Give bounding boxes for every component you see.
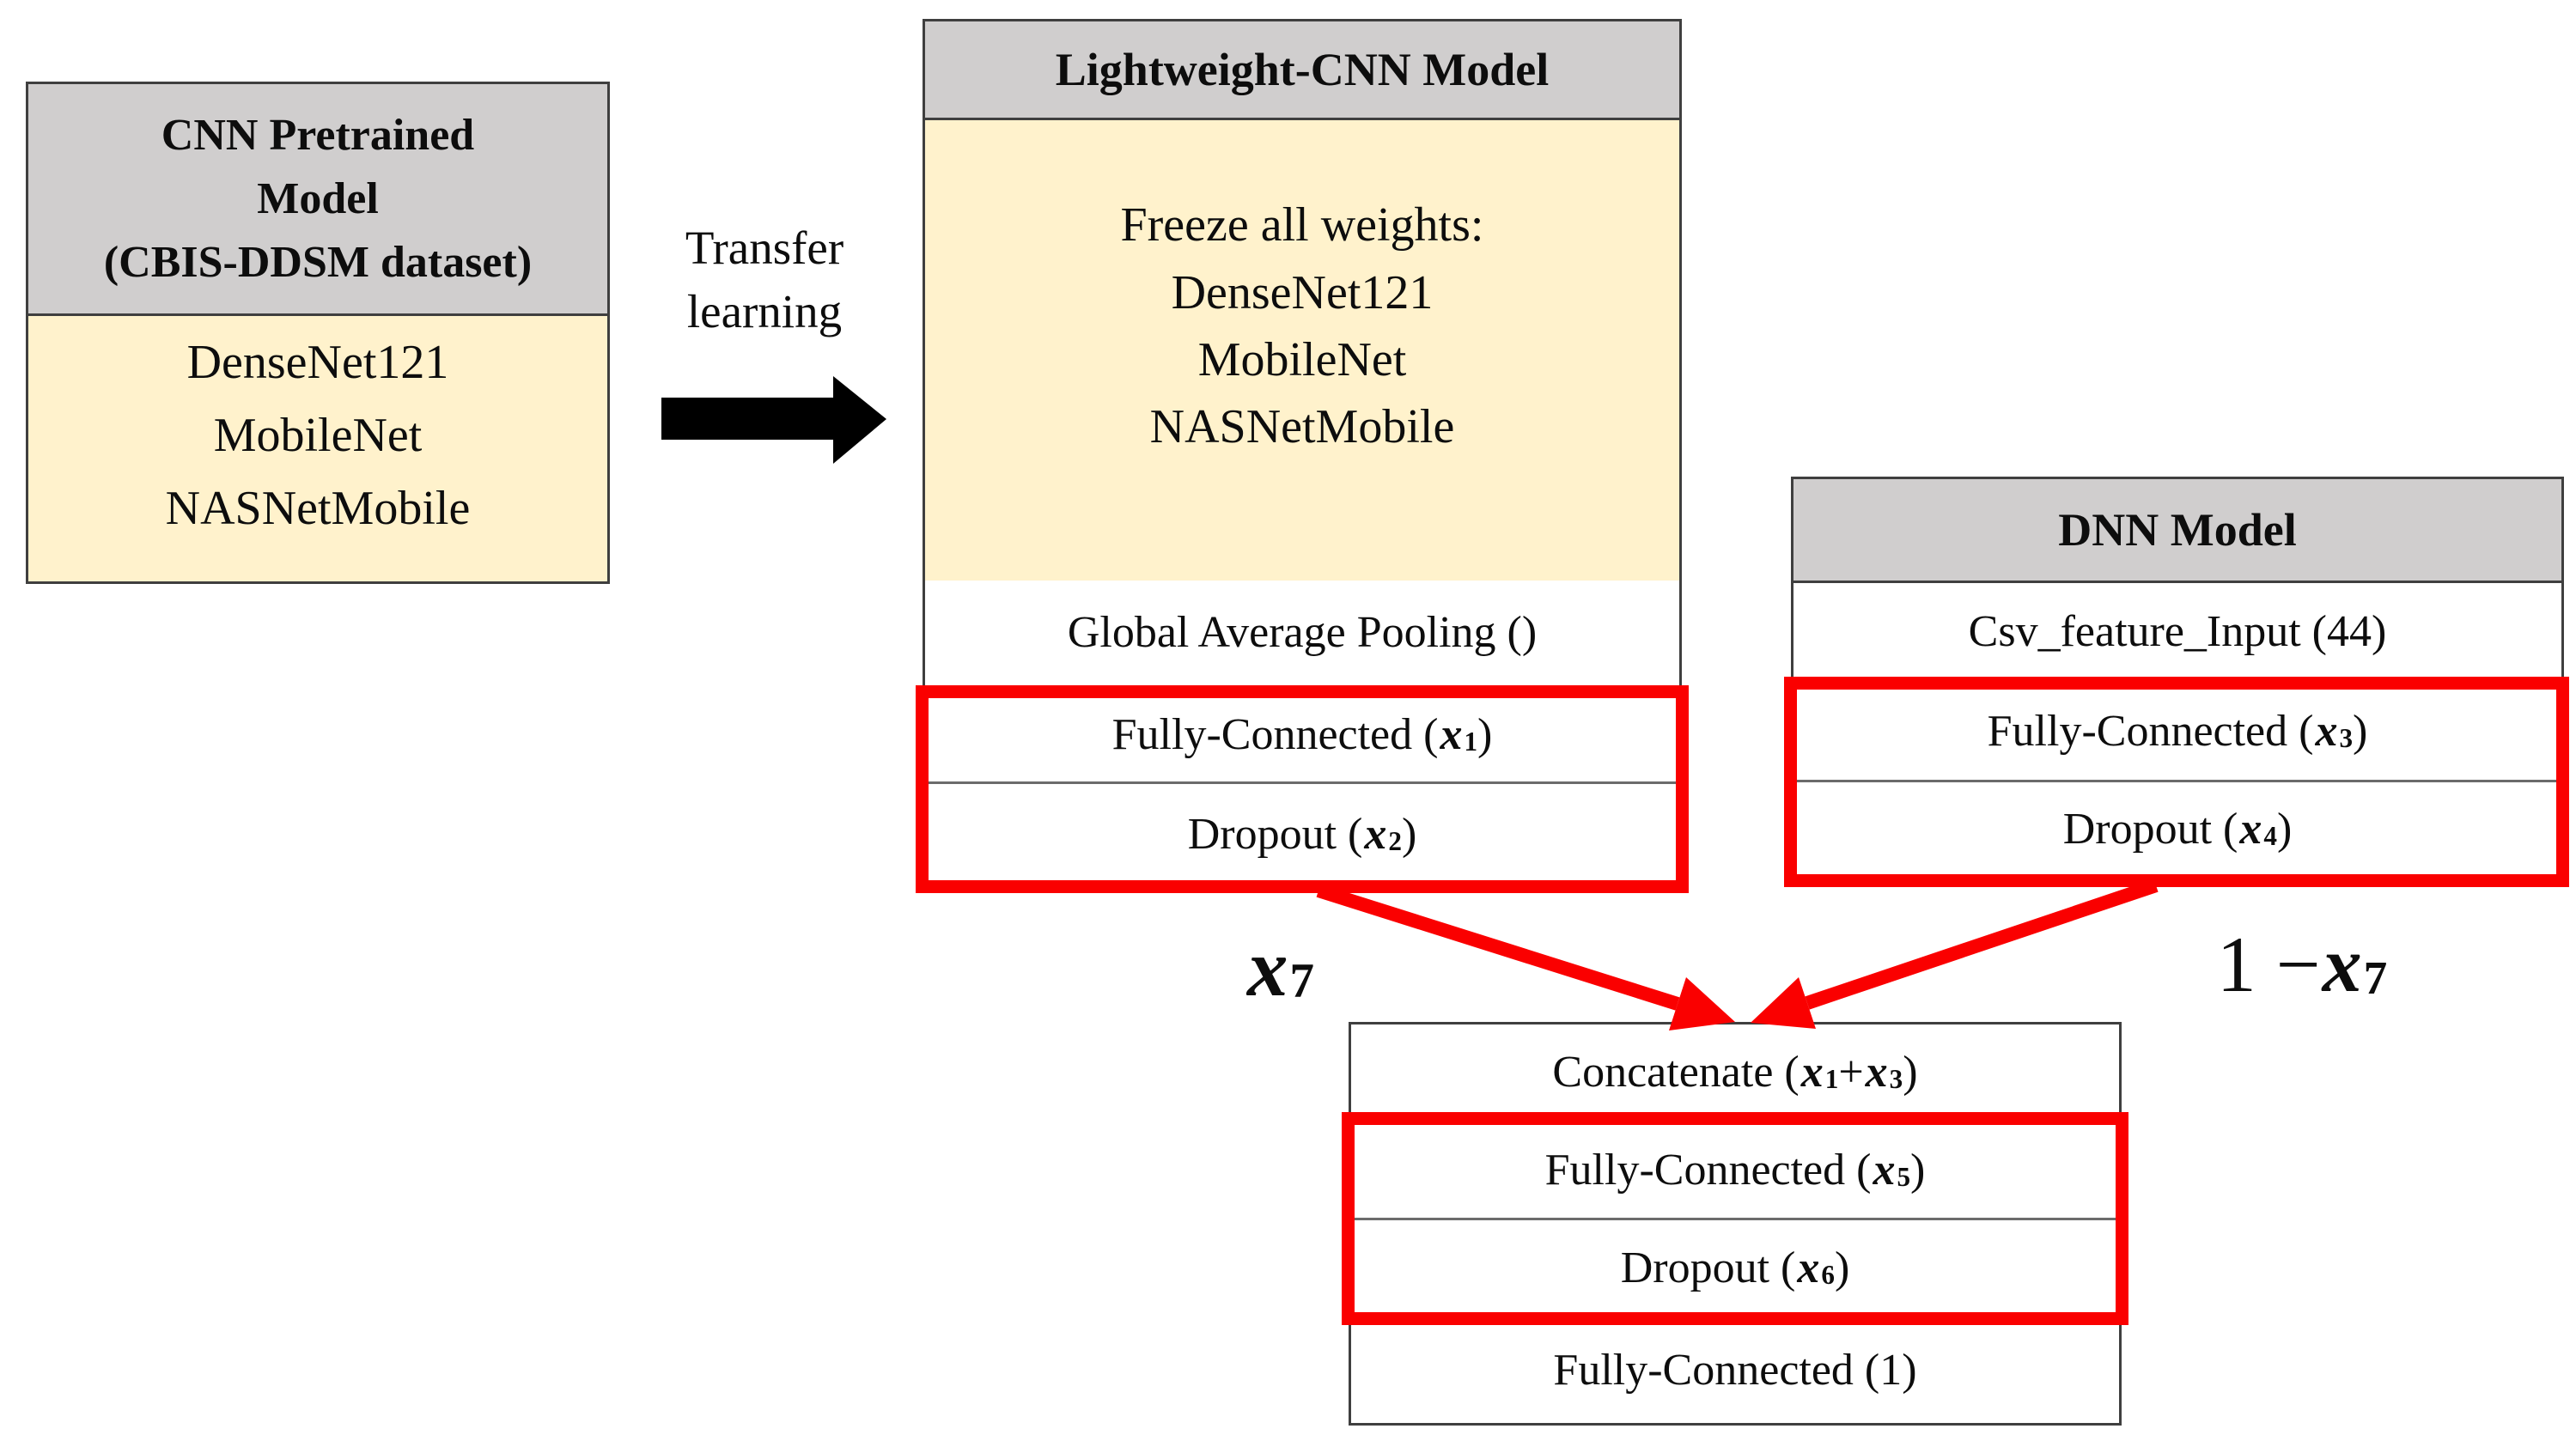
- weighted-branch-left-arrow-line: [1316, 884, 1680, 1011]
- dnn-box: DNN Model Csv_feature_Input (44) Fully-C…: [1791, 477, 2564, 878]
- cnn-pretrained-title-line1: CNN Pretrained: [161, 110, 475, 160]
- freeze-model-densenet121: DenseNet121: [1171, 265, 1434, 319]
- transfer-learning-line1: Transfer: [685, 222, 844, 274]
- lightweight-cnn-box: Lightweight-CNN Model Freeze all weights…: [923, 19, 1682, 886]
- lightweight-cnn-header: Lightweight-CNN Model: [925, 21, 1679, 120]
- pretrained-model-nasnetmobile: NASNetMobile: [165, 482, 471, 535]
- transfer-learning-label: Transfer learning: [657, 216, 872, 354]
- freeze-weights-panel: Freeze all weights: DenseNet121 MobileNe…: [925, 119, 1679, 581]
- freeze-weights-heading: Freeze all weights:: [1120, 198, 1484, 252]
- row-global-average-pooling: Global Average Pooling (): [925, 581, 1679, 685]
- dnn-title: DNN Model: [2058, 504, 2297, 556]
- cnn-pretrained-header: CNN Pretrained Model (CBIS-DDSM dataset): [28, 84, 607, 316]
- row-csv-feature-input: Csv_feature_Input (44): [1793, 583, 2561, 680]
- cnn-pretrained-body: DenseNet121 MobileNet NASNetMobile: [28, 316, 607, 581]
- lightweight-cnn-title: Lightweight-CNN Model: [1055, 43, 1550, 95]
- transfer-learning-line2: learning: [686, 285, 843, 337]
- pretrained-model-mobilenet: MobileNet: [213, 409, 423, 462]
- freeze-model-mobilenet: MobileNet: [1197, 332, 1407, 386]
- transfer-learning-arrow-icon: [661, 376, 886, 464]
- cnn-pretrained-title-line3: (CBIS-DDSM dataset): [103, 237, 533, 287]
- freeze-model-nasnetmobile: NASNetMobile: [1149, 399, 1455, 453]
- row-fully-connected-1: Fully-Connected (1): [1351, 1315, 2119, 1424]
- weighted-branch-right-arrow-line: [1805, 879, 2159, 1010]
- pretrained-model-densenet121: DenseNet121: [186, 336, 449, 389]
- cnn-pretrained-title-line2: Model: [257, 173, 379, 223]
- dnn-header: DNN Model: [1793, 479, 2561, 584]
- weighted-branch-right-arrowhead-icon: [1751, 977, 1816, 1029]
- cnn-pretrained-box: CNN Pretrained Model (CBIS-DDSM dataset)…: [26, 82, 610, 584]
